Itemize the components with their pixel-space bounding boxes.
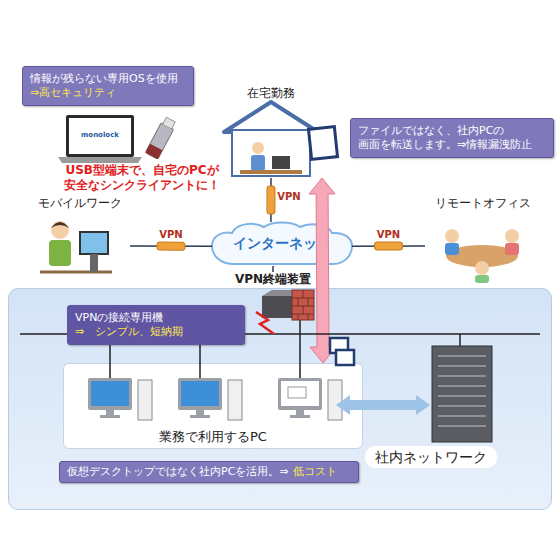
device-body bbox=[262, 296, 292, 318]
vpn-tube bbox=[157, 242, 185, 250]
pc-icon bbox=[88, 378, 152, 420]
node-text: 社内ネットワーク bbox=[365, 446, 497, 468]
node-text: モバイルワーク bbox=[30, 196, 130, 210]
callout-box: 情報が残らない専用OSを使用⇒高セキュリティ bbox=[22, 66, 194, 106]
person-body bbox=[445, 243, 459, 255]
node-text: 在宅勤務 bbox=[215, 86, 327, 100]
node-text: ⇒高セキュリティ bbox=[30, 86, 186, 100]
callout-box: ファイルではなく、社内PCの 画面を転送します。⇒情報漏洩防止 bbox=[350, 118, 554, 158]
house-wall bbox=[232, 130, 310, 176]
connector-line bbox=[272, 266, 274, 272]
person-head bbox=[51, 221, 69, 239]
screen-icon bbox=[336, 350, 354, 365]
person-head bbox=[445, 229, 459, 243]
callout-box: 仮想デスクトップではなく社内PCを活用。⇒ 低コスト bbox=[59, 461, 359, 483]
screen-stand bbox=[90, 254, 98, 272]
node-text: リモートオフィス bbox=[425, 196, 540, 210]
pc-screen bbox=[281, 381, 319, 406]
transfer-arrow bbox=[309, 178, 336, 363]
home-laptop bbox=[272, 156, 290, 169]
remote-office-node: リモートオフィス bbox=[425, 196, 540, 282]
person-hair bbox=[51, 222, 69, 228]
screen-icon bbox=[309, 127, 338, 160]
node-text: VPNの接続専用機 bbox=[75, 311, 237, 325]
person-body bbox=[505, 243, 519, 255]
edge-label: VPN bbox=[159, 229, 182, 240]
server-rack bbox=[432, 346, 492, 442]
node-text: ファイルではなく、社内PCの 画面を転送します。⇒情報漏洩防止 bbox=[358, 124, 546, 152]
network-region: 社内ネットワーク VPNの接続専用機⇒ シンプル、短納期業務で利用するPC 仮想デス… bbox=[8, 288, 552, 510]
usb-plug bbox=[163, 117, 176, 129]
firewall-wall bbox=[292, 290, 314, 320]
table bbox=[40, 271, 112, 274]
home-office-node: 在宅勤務 bbox=[215, 86, 327, 178]
note-text: USB型端末で、自宅のPCが 安全なシンクライアントに！ bbox=[28, 163, 256, 193]
person-head bbox=[252, 142, 264, 154]
person-head bbox=[505, 229, 519, 243]
person-head bbox=[475, 261, 489, 275]
data-arrow bbox=[336, 395, 430, 415]
pc-icon bbox=[178, 378, 242, 420]
edge-label: VPN bbox=[277, 191, 300, 202]
node-text: 低コスト bbox=[293, 465, 337, 479]
node-text: 業務で利用するPC bbox=[64, 429, 362, 445]
laptop-screen bbox=[69, 118, 131, 154]
pc-group-box: 業務で利用するPC bbox=[63, 363, 363, 449]
person-body bbox=[475, 275, 489, 283]
desk bbox=[240, 170, 302, 174]
node-text: ⇒ シンプル、短納期 bbox=[75, 325, 237, 339]
node-text: 情報が残らない専用OSを使用 bbox=[30, 72, 186, 86]
logo-text: monolock bbox=[72, 131, 128, 140]
brick-lines bbox=[292, 290, 314, 320]
vpn-tube bbox=[374, 242, 402, 250]
person-body bbox=[251, 155, 265, 171]
node-text: 仮想デスクトップではなく社内PCを活用。⇒ bbox=[67, 465, 289, 479]
usb-cap bbox=[145, 144, 162, 159]
server-slots bbox=[438, 356, 486, 426]
internet-cloud: インターネット bbox=[212, 222, 352, 266]
edge-label: VPN bbox=[377, 229, 400, 240]
usb-stick bbox=[145, 116, 177, 159]
callout-box: VPNの接続専用機⇒ シンプル、短納期 bbox=[67, 305, 245, 345]
mobile-screen bbox=[80, 232, 108, 254]
node-text: VPN終端装置 bbox=[228, 272, 318, 286]
laptop-base bbox=[58, 157, 142, 163]
blocked-mark bbox=[256, 312, 274, 334]
house-roof bbox=[224, 102, 318, 132]
window-icon bbox=[288, 387, 306, 398]
network-wire bbox=[20, 320, 540, 378]
pc-icon bbox=[278, 378, 342, 420]
person-body bbox=[49, 240, 71, 266]
cloud-shape bbox=[212, 223, 352, 265]
usb-body bbox=[145, 123, 173, 160]
device-top bbox=[262, 290, 302, 296]
mobile-work-node: モバイルワーク bbox=[30, 196, 130, 278]
office-table bbox=[446, 245, 518, 267]
vpn-tube bbox=[267, 186, 275, 214]
laptop-bezel bbox=[66, 115, 134, 157]
screen-icon bbox=[330, 338, 348, 353]
